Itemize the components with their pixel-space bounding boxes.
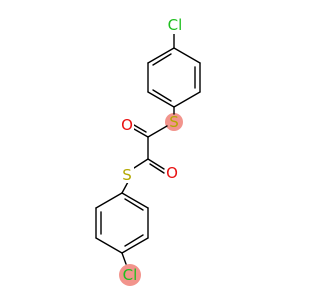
atom-o-upper: O (121, 116, 133, 134)
atom-cl-top: Cl (168, 16, 183, 34)
bond-bottom-ring-1 (121, 192, 149, 209)
bond-bottom-ring-4 (95, 237, 123, 254)
bond-top-ring-inner-3 (152, 53, 172, 66)
bond-bottom-ring-3 (121, 237, 149, 254)
background (0, 0, 300, 300)
bond-c2-s-lower (133, 158, 149, 169)
highlights (119, 113, 183, 286)
bond-c1-o-upper-a (133, 128, 149, 138)
bond-bottom-ring-6 (95, 192, 123, 209)
atom-labels: Cl S O O S Cl (119, 16, 186, 284)
bond-top-ring-3 (173, 91, 201, 108)
bond-bottom-ring-inner-1 (124, 198, 144, 211)
highlight-s-upper (165, 113, 183, 131)
atom-s-lower: S (122, 166, 132, 184)
bond-top-ring-4 (147, 91, 175, 108)
bond-bottom-ring-cl (121, 252, 127, 265)
bond-top-ring-1 (173, 47, 201, 64)
bond-top-ring-6 (147, 47, 175, 64)
bond-c1-o-upper-b (133, 124, 147, 133)
bonds (95, 31, 201, 265)
bond-s-lower-ring (121, 181, 129, 194)
bond-c2-o-lower-a (147, 158, 165, 170)
bond-c2-o-lower-b (149, 163, 165, 174)
atom-s-upper: S (169, 113, 179, 131)
molecule-structure: Cl S O O S Cl (0, 0, 300, 300)
bond-s-c1 (147, 125, 168, 138)
atom-o-lower: O (166, 164, 178, 182)
atom-cl-bottom: Cl (123, 266, 138, 284)
bond-top-ring-inner-2 (152, 89, 172, 102)
highlight-cl-bottom (119, 264, 141, 286)
bond-bottom-ring-inner-2 (124, 234, 144, 247)
